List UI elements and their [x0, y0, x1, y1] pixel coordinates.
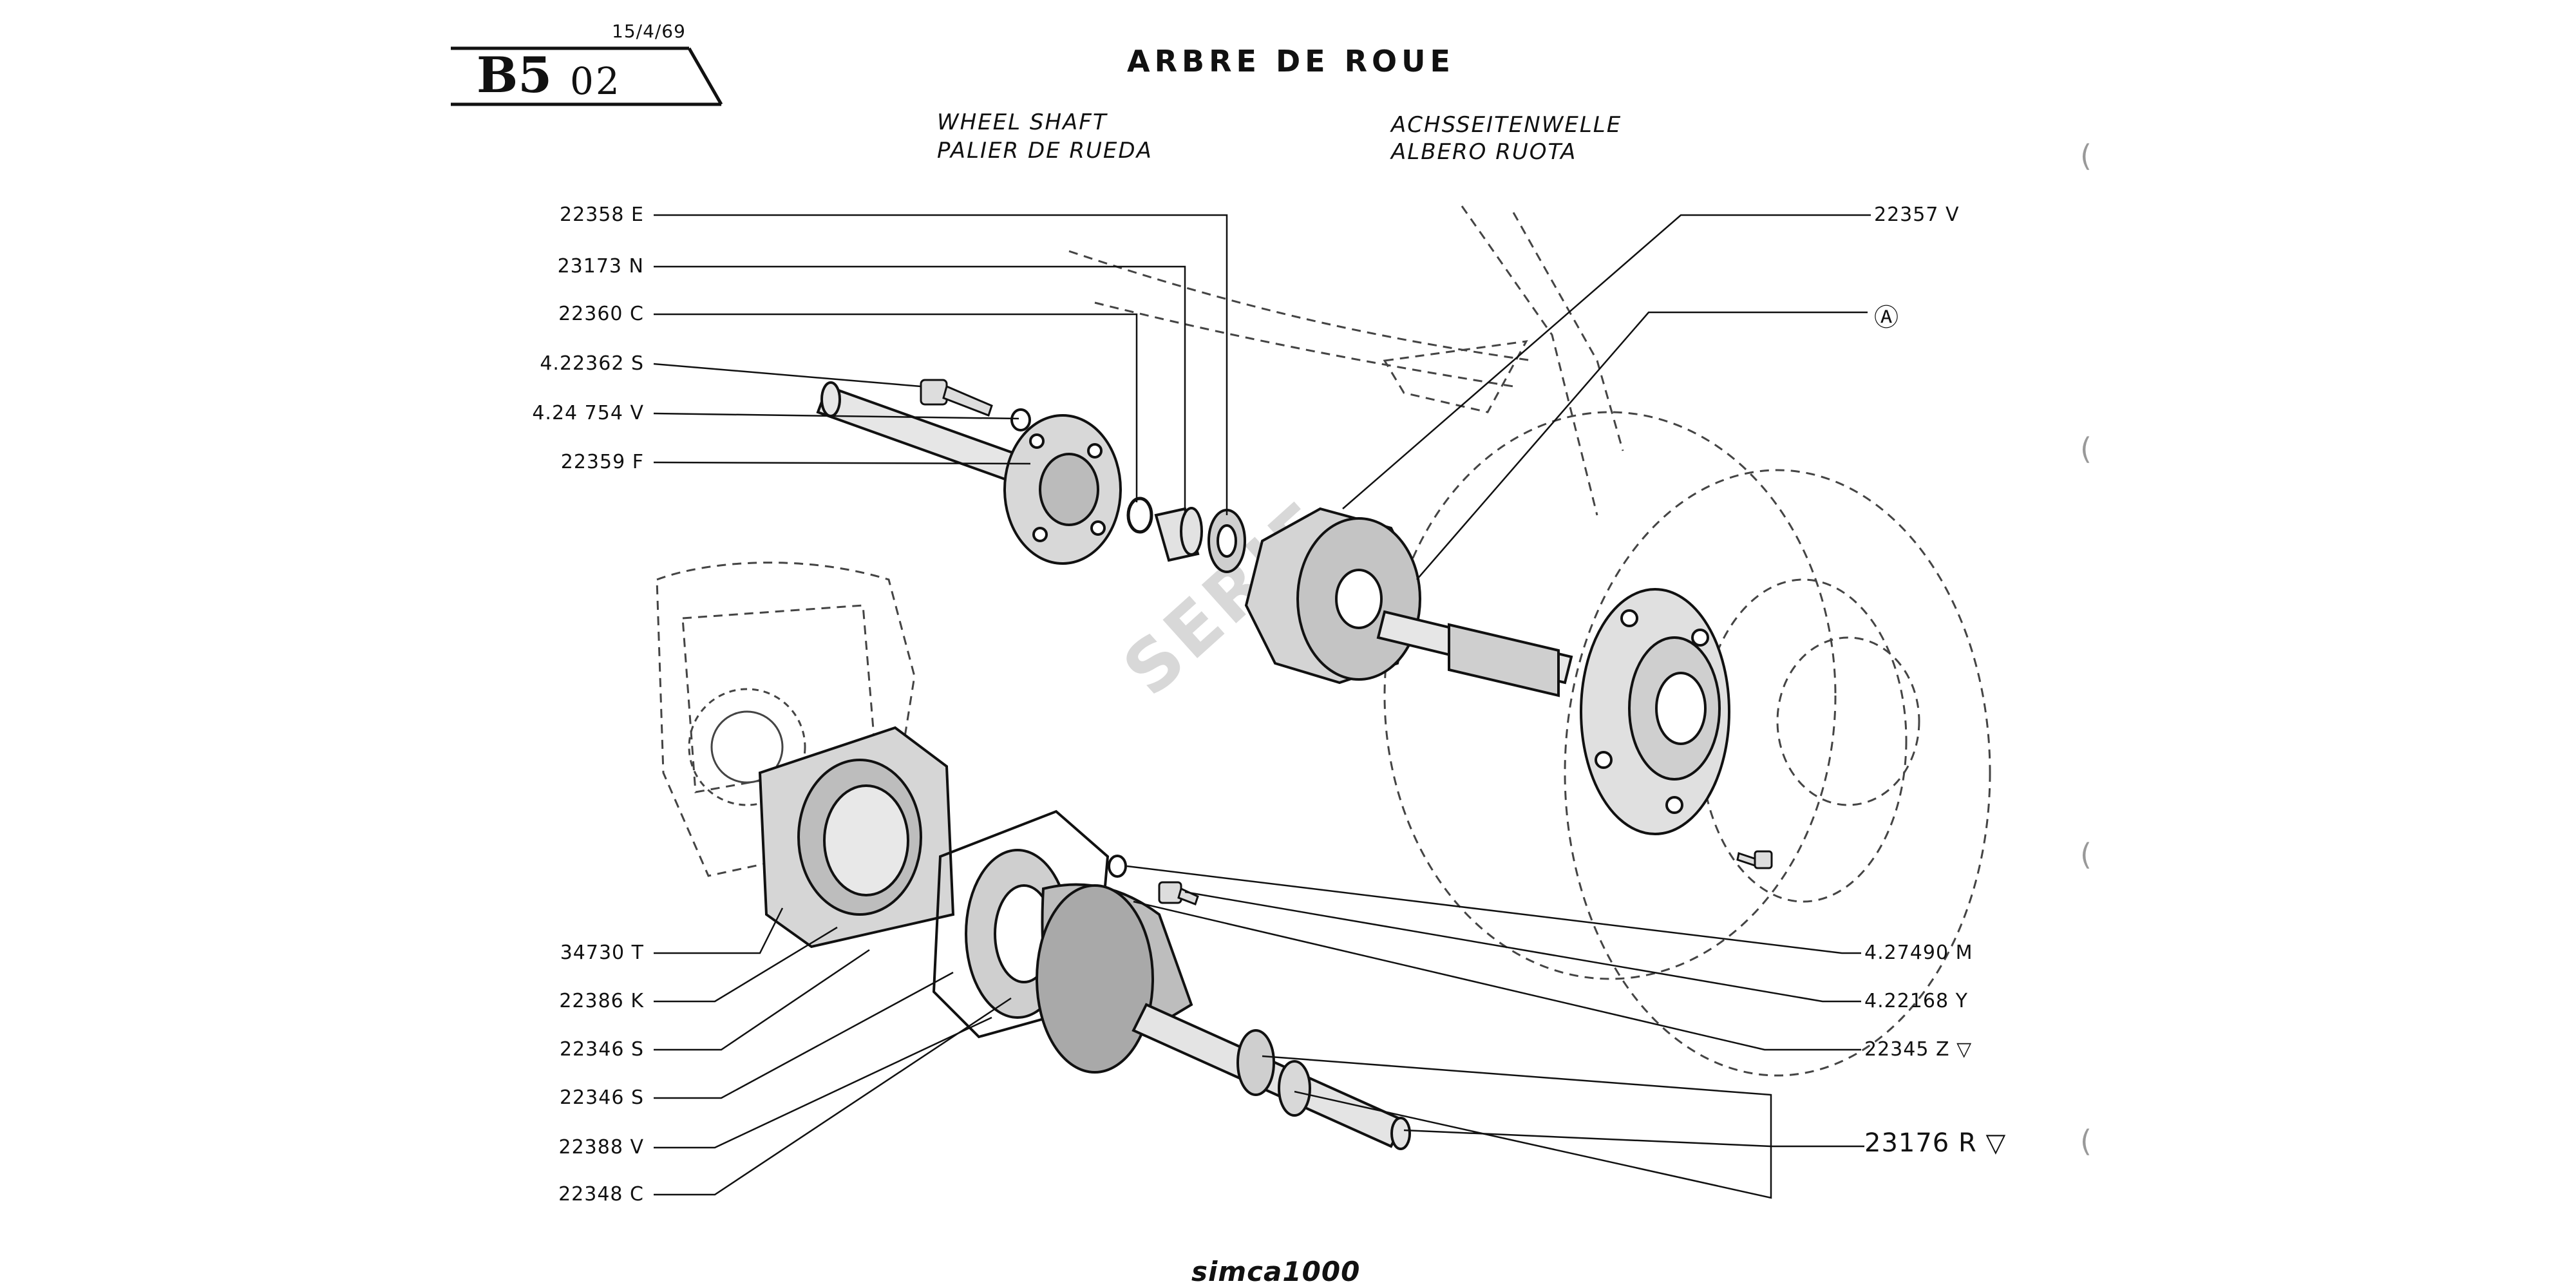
callout-424754-v: 4.24 754 V	[464, 402, 644, 424]
callout-22359-f: 22359 F	[464, 451, 644, 473]
callout-ref: 22358	[560, 204, 625, 226]
callout-ref: 22360	[558, 303, 623, 325]
axle-shaft	[1376, 610, 1573, 697]
brand-logo: simca1000	[1191, 1256, 1361, 1287]
plate-subnumber: 02	[570, 59, 621, 103]
gear-outline	[688, 688, 806, 806]
callout-code: S	[630, 1086, 644, 1109]
subtitle-italian: ALBERO RUOTA	[1391, 139, 1577, 165]
flange-yoke	[1003, 414, 1122, 565]
callout-ref: 4.24 754	[532, 402, 623, 424]
callout-code: V	[630, 1136, 644, 1159]
callout-22360-c: 22360 C	[464, 303, 644, 325]
page-title: ARBRE DE ROUE	[1127, 44, 1455, 79]
callout-22346-s-2: 22346 S	[464, 1086, 644, 1109]
callout-22357-v: 22357 V	[1874, 204, 1960, 226]
callout-22345-z: 22345 Z ▽	[1864, 1038, 1972, 1061]
callout-22388-v: 22388 V	[464, 1136, 644, 1159]
wheel-hub	[1580, 588, 1730, 835]
callout-ref: 22345	[1864, 1038, 1929, 1061]
callout-ref: 22388	[558, 1136, 623, 1159]
leader-lines	[653, 214, 1871, 1199]
callout-427490-m: 4.27490 M	[1864, 942, 1973, 964]
callout-code: F	[632, 451, 644, 473]
date-stamp: 15/4/69	[612, 21, 686, 42]
callout-ref: 23176	[1864, 1128, 1950, 1158]
bearing-housing	[758, 726, 955, 949]
callout-ref: 22359	[560, 451, 626, 473]
callout-ref: 22346	[559, 1086, 625, 1109]
callout-code: E	[631, 204, 644, 226]
washer-lower	[1108, 855, 1127, 878]
callout-ref: 23173	[557, 255, 622, 278]
callout-422362-s: 4.22362 S	[464, 352, 644, 375]
callout-ref: Ⓐ	[1874, 303, 1900, 332]
subtitle-german: ACHSSEITENWELLE	[1391, 112, 1622, 138]
callout-ref: 22346	[559, 1038, 625, 1061]
callout-22386-k: 22386 K	[464, 990, 644, 1012]
callout-code: M	[1955, 942, 1973, 964]
callout-code: C	[630, 1183, 644, 1206]
nut-ring	[1208, 509, 1246, 573]
callout-ref: 22348	[558, 1183, 623, 1206]
callout-code: R ▽	[1958, 1128, 2007, 1158]
callout-code: K	[630, 990, 644, 1012]
margin-mark: (	[2080, 1124, 2092, 1159]
circlip	[1126, 497, 1153, 534]
callout-22346-s-1: 22346 S	[464, 1038, 644, 1061]
callout-34730-t: 34730 T	[464, 942, 644, 964]
callout-code: N	[629, 255, 644, 278]
callout-ref: 22357	[1874, 204, 1939, 226]
callout-ref: 34730	[560, 942, 625, 964]
callout-22358-e: 22358 E	[464, 204, 644, 226]
callout-ref: 22386	[559, 990, 624, 1012]
subtitle-spanish: PALIER DE RUEDA	[937, 138, 1153, 164]
margin-mark: (	[2080, 837, 2092, 872]
wheel-stud	[1736, 850, 1773, 869]
callout-code: V	[630, 402, 644, 424]
subtitle-english: WHEEL SHAFT	[937, 109, 1108, 135]
margin-mark: (	[2080, 431, 2092, 466]
callout-a-circle: Ⓐ	[1874, 298, 1899, 333]
plate-badge	[451, 46, 723, 106]
elastic-coupling	[1244, 507, 1421, 685]
bolt-small	[920, 379, 993, 417]
plate-number: B5	[477, 46, 553, 104]
callout-code: S	[630, 352, 644, 375]
callout-ref: 4.22168	[1864, 990, 1949, 1012]
callout-422168-y: 4.22168 Y	[1864, 990, 1968, 1012]
drive-shaft-lower	[1132, 1003, 1411, 1150]
callout-ref: 4.27490	[1864, 942, 1949, 964]
callout-ref: 4.22362	[540, 352, 625, 375]
callout-code: C	[630, 303, 644, 325]
margin-mark: (	[2080, 138, 2092, 173]
callout-23173-n: 23173 N	[464, 255, 644, 278]
washer-small	[1010, 408, 1031, 431]
callout-code: T	[631, 942, 644, 964]
callout-code: S	[630, 1038, 644, 1061]
callout-22348-c: 22348 C	[464, 1183, 644, 1206]
callout-23176-r: 23176 R ▽	[1864, 1128, 2006, 1158]
callout-code: Y	[1955, 990, 1968, 1012]
callout-code: Z ▽	[1935, 1038, 1973, 1061]
callout-code: V	[1945, 204, 1960, 226]
spacer-sleeve	[1154, 507, 1203, 562]
